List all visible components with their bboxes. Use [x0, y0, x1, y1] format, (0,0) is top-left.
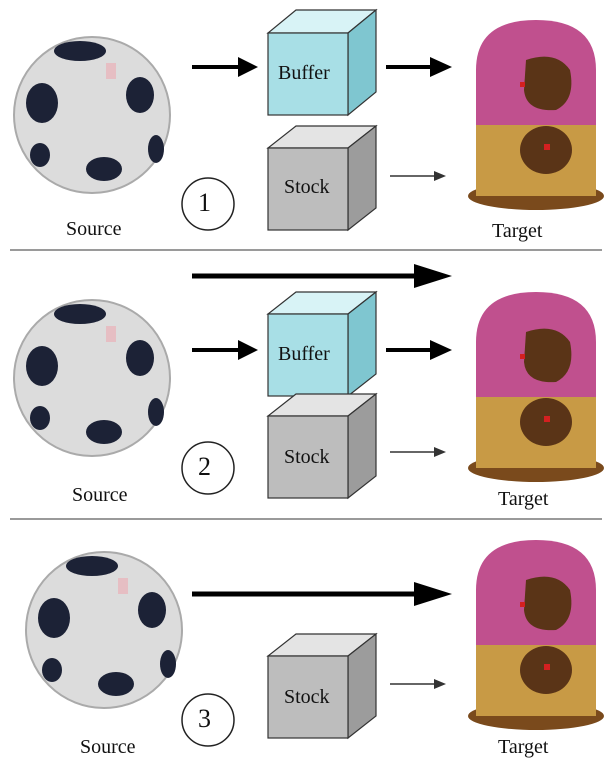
divider	[10, 518, 602, 520]
target-label: Target	[492, 220, 543, 242]
arrow-right-icon	[192, 582, 452, 606]
step-number: 2	[198, 452, 211, 481]
soccer-ball-voxel-icon	[13, 299, 171, 457]
buffer-cube-icon	[266, 8, 378, 117]
voxel-figure-icon	[468, 292, 604, 482]
step-circle	[181, 441, 235, 495]
target-label: Target	[498, 488, 549, 510]
arrow-right-icon	[192, 340, 258, 360]
voxel-figure-icon	[468, 20, 604, 210]
soccer-ball-voxel-icon	[25, 551, 183, 709]
divider	[10, 249, 602, 251]
stock-label: Stock	[284, 446, 330, 468]
stock-cube-icon	[266, 124, 378, 232]
source-label: Source	[66, 218, 122, 240]
buffer-label: Buffer	[278, 343, 330, 365]
step-number: 3	[198, 704, 211, 733]
arrow-right-icon	[386, 57, 452, 77]
stock-cube-icon	[266, 392, 378, 500]
step-circle	[181, 177, 235, 231]
arrow-right-icon	[192, 264, 452, 288]
source-label: Source	[80, 736, 136, 758]
panel-3: Source Target Stock 3	[0, 522, 606, 761]
buffer-label: Buffer	[278, 62, 330, 84]
arrow-right-icon	[390, 447, 446, 457]
stock-label: Stock	[284, 686, 330, 708]
voxel-figure-icon	[468, 540, 604, 730]
arrow-right-icon	[390, 679, 446, 689]
arrow-right-icon	[386, 340, 452, 360]
panel-2-graphics	[13, 264, 604, 500]
panel-1-graphics	[13, 8, 604, 232]
panel-2: Source Target Buffer Stock 2	[0, 254, 606, 516]
step-number: 1	[198, 188, 211, 217]
source-label: Source	[72, 484, 128, 506]
stock-label: Stock	[284, 176, 330, 198]
arrow-right-icon	[192, 57, 258, 77]
panel-3-graphics	[25, 540, 604, 747]
step-circle	[181, 693, 235, 747]
target-label: Target	[498, 736, 549, 758]
panel-1: Source Target Buffer Stock 1	[0, 0, 606, 248]
buffer-cube-icon	[266, 290, 378, 398]
stock-cube-icon	[266, 632, 378, 740]
arrow-right-icon	[390, 171, 446, 181]
soccer-ball-voxel-icon	[13, 36, 171, 194]
